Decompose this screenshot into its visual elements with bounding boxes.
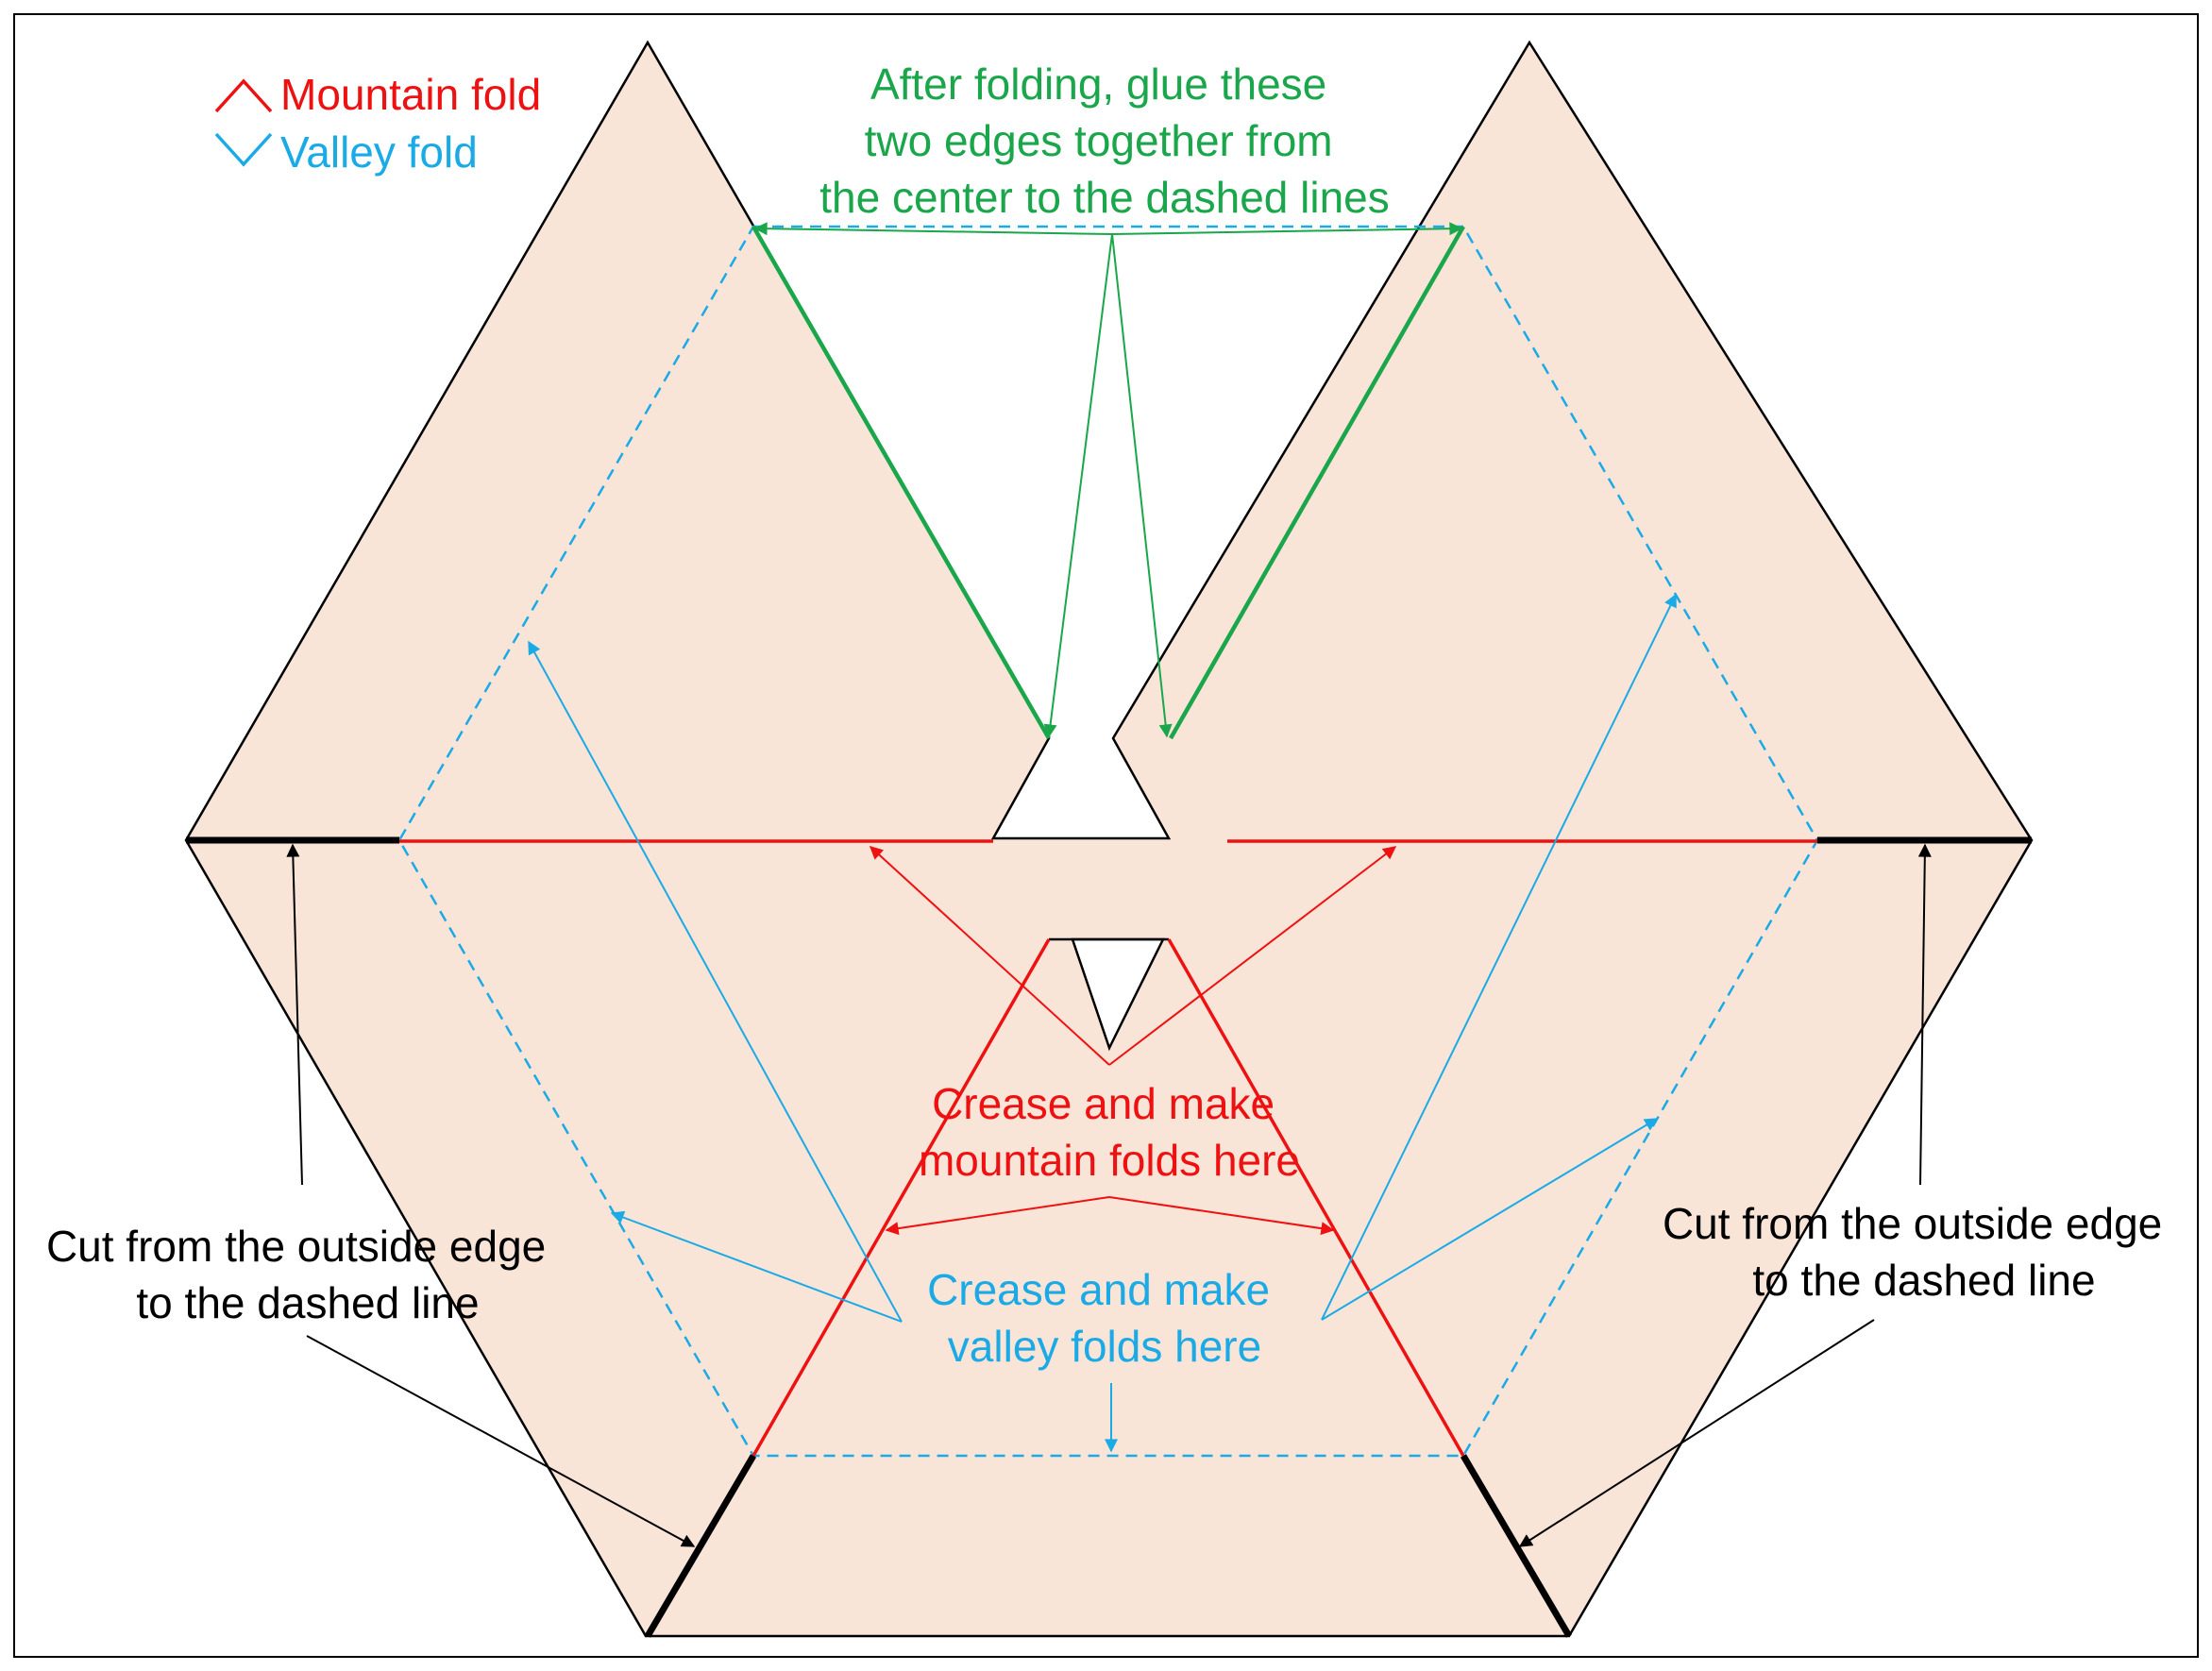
glue-edge-left (751, 225, 1051, 740)
paper-template (184, 40, 2034, 1638)
mountain-fold-instruction: Crease and make mountain folds here (919, 1079, 1300, 1185)
glue-edge-right (1169, 225, 1465, 740)
valley-fold-instruction: Crease and make valley folds here (927, 1265, 1282, 1371)
cut-arrows (286, 843, 1932, 1547)
cut-line-lower-right (1460, 1454, 1573, 1638)
glue-arrows (753, 222, 1463, 738)
glue-instruction: After folding, glue these two edges toge… (819, 59, 1390, 222)
cut-instruction-right: Cut from the outside edge to the dashed … (1663, 1199, 2174, 1305)
caret-down-icon (214, 132, 273, 167)
cut-line-lower-left (644, 1454, 757, 1638)
cut-instruction-left: Cut from the outside edge to the dashed … (46, 1222, 558, 1327)
page-frame (13, 13, 2199, 1658)
mountain-fold-arrows (869, 846, 1397, 1236)
mountain-fold-line-lower-right (1167, 938, 1465, 1457)
legend-valley-label: Valley fold (280, 127, 478, 177)
valley-fold-arrows (528, 593, 1677, 1453)
mountain-fold-line-lower-left (751, 938, 1051, 1457)
legend-mountain-label: Mountain fold (280, 70, 541, 119)
caret-up-icon (214, 78, 273, 113)
